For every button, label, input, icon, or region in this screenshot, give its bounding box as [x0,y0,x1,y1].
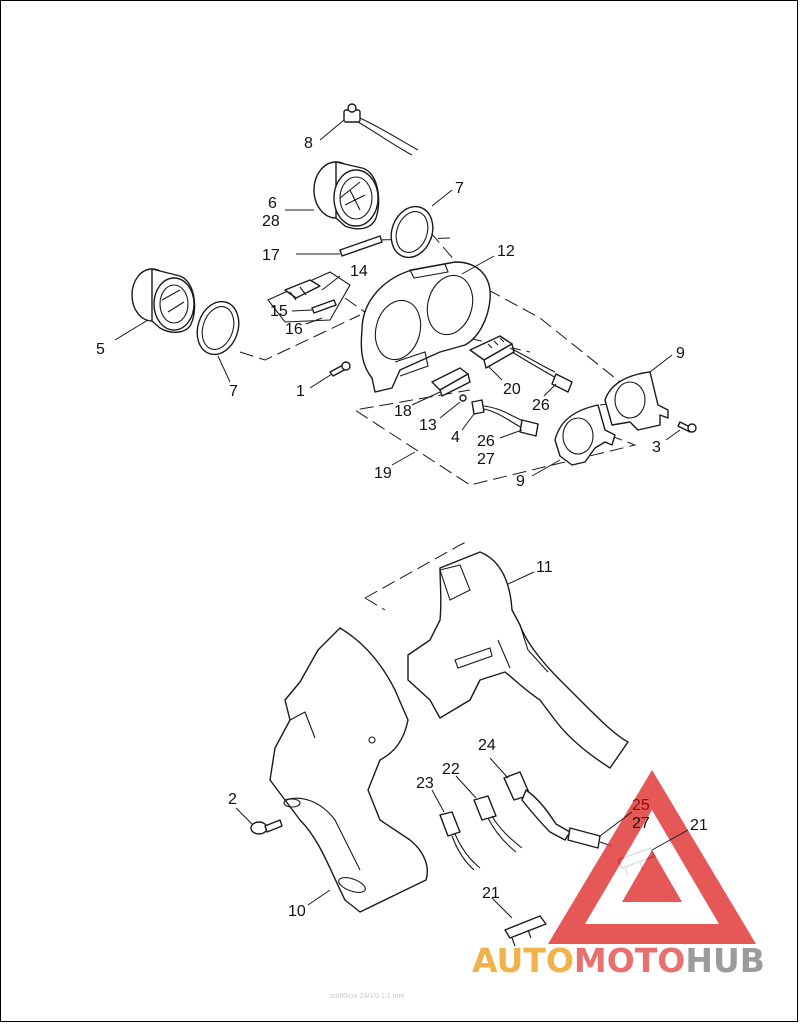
clip-21-lower [504,915,547,947]
connector-20 [469,335,573,393]
callout-7: 7 [229,383,238,400]
leader-lines [114,119,689,919]
bulb-13 [459,394,467,402]
inner-fairing-11 [407,551,629,769]
callout-7: 7 [455,180,464,197]
wire-harness-4 [471,399,539,437]
callout-8: 8 [304,135,313,152]
callout-26: 26 [532,397,550,414]
callout-26: 26 [477,433,495,450]
callout-6: 6 [268,195,277,212]
socket-22 [473,795,523,853]
callout-25: 25 [632,797,650,814]
footer-code: sm00xxx 24/1/0 1:1 mm [330,993,404,1000]
callout-5: 5 [96,341,105,358]
callout-13: 13 [419,417,437,434]
bulb-socket-8 [343,103,419,156]
watermark-logo: AUTOMOTOHUB [472,941,765,980]
logo-auto: AUTO [472,941,574,980]
gauge-5 [131,268,196,333]
outer-fairing-10 [269,627,428,913]
callout-17: 17 [262,247,280,264]
bracket-9-lower [554,404,616,466]
callout-21: 21 [482,885,500,902]
connector-18 [431,367,471,397]
logo-hub: HUB [685,941,765,980]
callout-1: 1 [296,383,305,400]
callout-18: 18 [394,403,412,420]
callout-27: 27 [632,815,650,832]
assembly-lines [239,231,641,611]
callout-12: 12 [497,243,515,260]
callout-2: 2 [228,791,237,808]
callout-labels: 8 6 28 7 17 12 14 15 16 5 7 1 9 20 26 18… [96,135,708,920]
lens-ring-7-lower [196,300,240,356]
gauge-6 [313,161,380,230]
connector-25 [567,827,613,849]
screw-2 [250,819,283,835]
lens-ring-7-upper [390,205,434,259]
screw-3 [677,421,697,433]
watermark-triangle [548,770,756,944]
callout-19: 19 [374,465,392,482]
callout-9: 9 [516,473,525,490]
callout-15: 15 [270,303,288,320]
callout-24: 24 [478,737,496,754]
callout-22: 22 [442,761,460,778]
callout-23: 23 [416,775,434,792]
bracket-9-upper [604,371,669,431]
pin-17 [339,235,383,257]
callout-21: 21 [690,817,708,834]
instrument-housing-12 [360,261,491,393]
logo-moto: MOTO [574,941,685,980]
callout-4: 4 [451,429,460,446]
callout-3: 3 [652,439,661,456]
socket-24 [503,771,571,841]
callout-28: 28 [262,213,280,230]
callout-14: 14 [350,263,368,280]
callout-11: 11 [536,559,553,576]
socket-23 [439,811,481,871]
svg-text:AUTOMOTOHUB: AUTOMOTOHUB [472,941,765,980]
callout-10: 10 [288,903,306,920]
callout-27: 27 [477,451,495,468]
callout-9: 9 [676,345,685,362]
callout-16: 16 [285,321,303,338]
retainer-plate-14 [267,271,351,323]
screw-1 [329,361,351,377]
callout-20: 20 [503,381,521,398]
